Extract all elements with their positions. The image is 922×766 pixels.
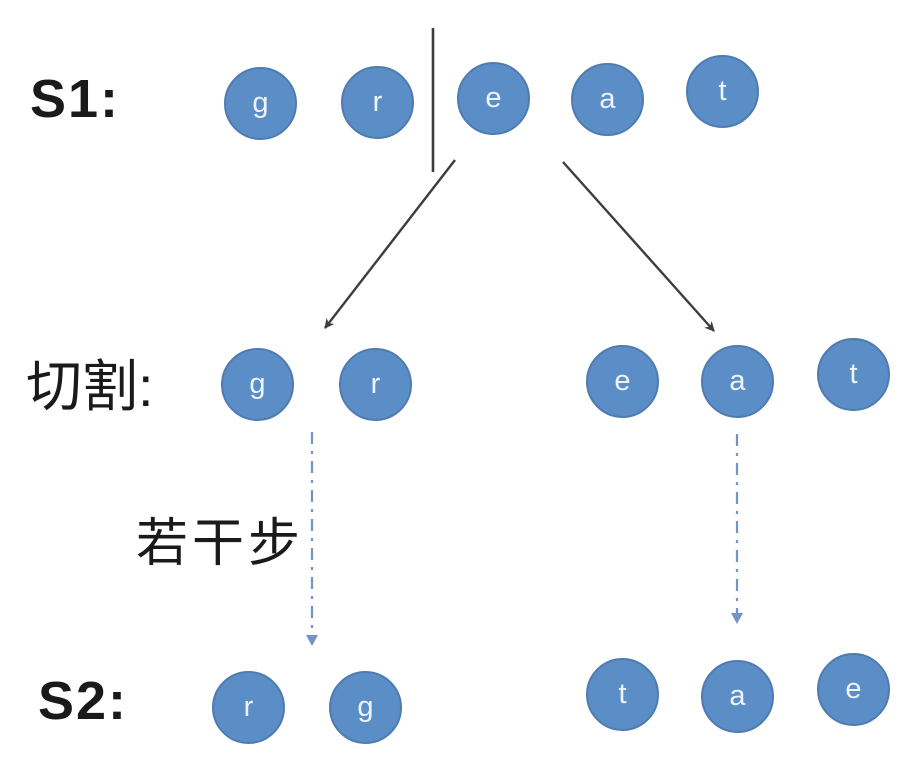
node-s1-r: r xyxy=(341,66,414,139)
node-cut-right-a: a xyxy=(701,345,774,418)
node-s1-t: t xyxy=(686,55,759,128)
label-s2: S2: xyxy=(38,671,129,731)
label-cut: 切割: xyxy=(26,355,154,418)
node-s1-g: g xyxy=(224,67,297,140)
arrow-to-left-cut xyxy=(324,159,456,329)
node-cut-right-t: t xyxy=(817,338,890,411)
label-s1: S1: xyxy=(30,69,121,129)
node-s2-right-e: e xyxy=(817,653,890,726)
node-s2-left-g: g xyxy=(329,671,402,744)
label-steps: 若干步 xyxy=(136,515,305,573)
node-s2-right-a: a xyxy=(701,660,774,733)
node-s2-right-t: t xyxy=(586,658,659,731)
node-s1-e: e xyxy=(457,62,530,135)
node-cut-left-r: r xyxy=(339,348,412,421)
node-cut-right-e: e xyxy=(586,345,659,418)
arrow-to-right-cut xyxy=(562,161,715,332)
node-s1-a: a xyxy=(571,63,644,136)
node-s2-left-r: r xyxy=(212,671,285,744)
node-cut-left-g: g xyxy=(221,348,294,421)
